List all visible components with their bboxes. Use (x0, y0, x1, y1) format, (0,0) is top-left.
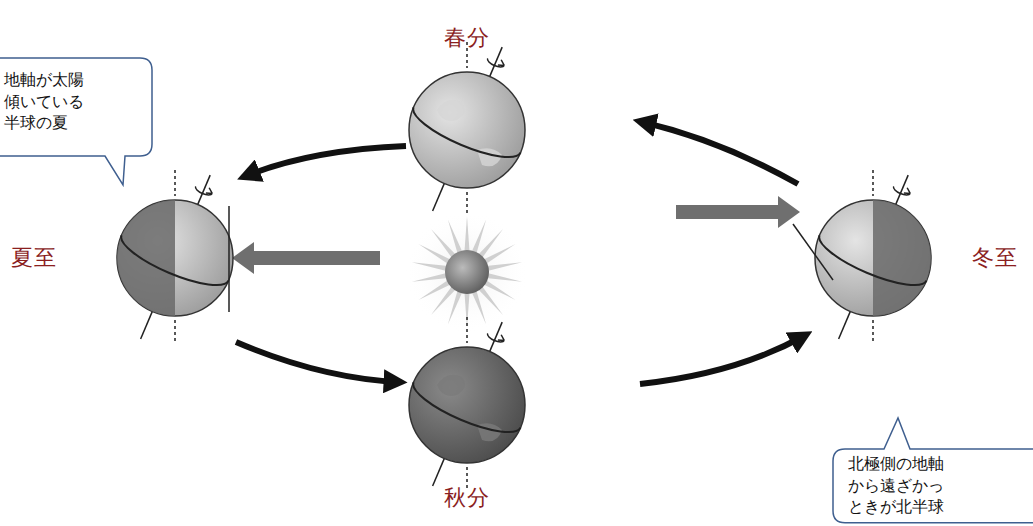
season-label: 春分 (444, 27, 490, 49)
season-label: 夏至 (11, 247, 57, 269)
callout-box: 北極側の地軸 から遠ざかっ ときが北半球 (832, 448, 1033, 524)
callout-border (0, 58, 152, 185)
callout-text: 地軸が太陽 傾いている 半球の夏 (4, 69, 89, 134)
season-label: 冬至 (972, 247, 1018, 269)
season-label: 秋分 (444, 487, 490, 509)
callout-border (833, 418, 1033, 523)
callout-box: 地軸が太陽 傾いている 半球の夏 (0, 57, 153, 157)
callout-text: 北極側の地軸 から遠ざかっ ときが北半球 (848, 453, 949, 518)
